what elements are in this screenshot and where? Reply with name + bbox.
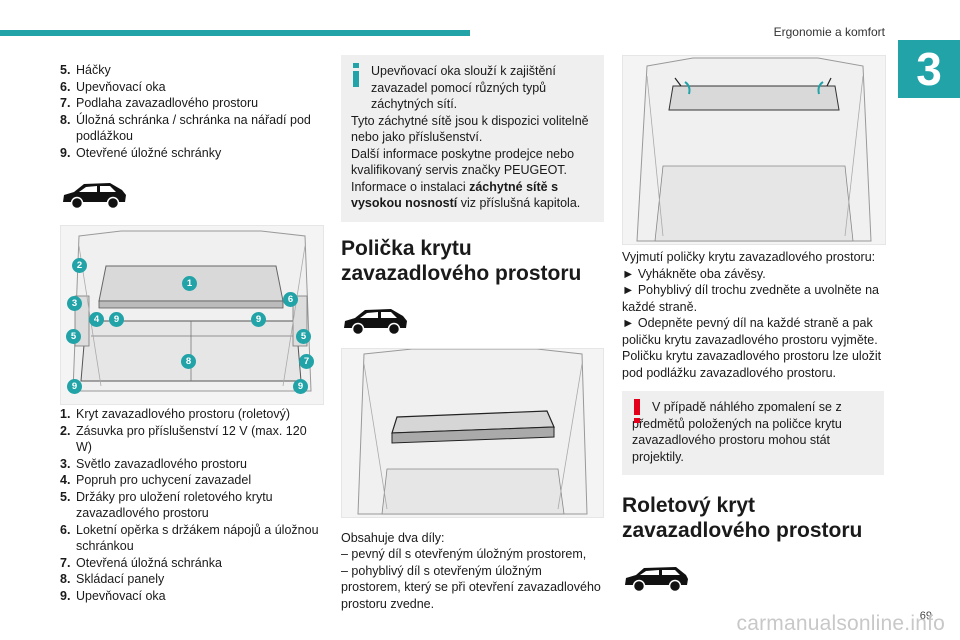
suv-car-icon: [344, 308, 407, 335]
parcel-shelf-drawing: [357, 348, 588, 514]
page-number: 69: [919, 610, 932, 622]
suv-car-icon: [63, 183, 126, 210]
callout-9: 9: [109, 312, 124, 327]
removal-step: ► Odepněte pevný díl na každé straně a p…: [622, 316, 878, 347]
info-line-2: Tyto záchytné sítě jsou k dispozici voli…: [351, 113, 589, 145]
list-item: 5.Držáky pro uložení roletového krytu za…: [60, 489, 273, 521]
list-item: 8.Úložná schránka / schránka na nářadí p…: [60, 112, 311, 144]
contents-item: – pohyblivý díl s otevřeným úložným pros…: [341, 563, 601, 611]
section-heading-parcel-shelf: Polička krytu zavazadlového prostoru: [341, 236, 582, 285]
callout-7: 7: [299, 354, 314, 369]
watermark-brand: carmanualsonline.info: [736, 612, 945, 635]
trunk-overview-illustration: 1 2 3 4 9 6 9 5 5 8 7 9 9: [60, 225, 324, 405]
list-item: 5.Háčky: [60, 63, 111, 77]
info-icon: [353, 63, 359, 87]
warning-box: V případě náhlého zpomalení se z předmět…: [622, 391, 884, 475]
section-heading-roller-blind: Roletový kryt zavazadlového prostoru: [622, 494, 863, 542]
storage-note: Poličku krytu zavazadlového prostoru lze…: [622, 349, 882, 380]
shelf-removal-illustration: [622, 55, 886, 245]
shelf-removal-drawing: [636, 57, 872, 242]
chapter-number: 3: [898, 40, 960, 98]
contents-intro: Obsahuje dva díly:: [341, 530, 445, 545]
removal-intro: Vyjmutí poličky krytu zavazadlového pros…: [622, 250, 876, 264]
callout-8: 8: [181, 354, 196, 369]
contents-item: – pevný díl s otevřeným úložným prostore…: [341, 547, 587, 561]
list-item: 9.Upevňovací oka: [60, 588, 166, 603]
column-1-legend: 1.Kryt zavazadlového prostoru (roletový)…: [60, 406, 322, 604]
section-title: Ergonomie a komfort: [773, 25, 885, 39]
callout-5: 5: [296, 329, 311, 344]
column-2: Upevňovací oka slouží k zajištění zavaza…: [341, 55, 604, 612]
list-item: 3.Světlo zavazadlového prostoru: [60, 456, 247, 471]
parts-legend: 1.Kryt zavazadlového prostoru (roletový)…: [60, 406, 322, 604]
list-item: 7.Podlaha zavazadlového prostoru: [60, 96, 259, 110]
estate-car-icon: [625, 567, 688, 593]
callout-9: 9: [251, 312, 266, 327]
list-item: 2.Zásuvka pro příslušenství 12 V (max. 1…: [60, 423, 307, 455]
info-box: Upevňovací oka slouží k zajištění zavaza…: [341, 55, 604, 222]
callout-6: 6: [283, 292, 298, 307]
list-item: 7.Otevřená úložná schránka: [60, 555, 222, 570]
info-line-3: Další informace poskytne prodejce nebo k…: [351, 146, 581, 211]
column-1: 5.Háčky 6.Upevňovací oka 7.Podlaha zavaz…: [60, 62, 322, 161]
warning-text: V případě náhlého zpomalení se z předmět…: [632, 400, 842, 464]
list-item: 1.Kryt zavazadlového prostoru (roletový): [60, 407, 290, 421]
callout-2: 2: [72, 258, 87, 273]
callout-4: 4: [89, 312, 104, 327]
header-accent-bar: [0, 30, 470, 36]
callout-5: 5: [66, 329, 81, 344]
list-item: 6.Upevňovací oka: [60, 79, 166, 94]
callout-1: 1: [182, 276, 197, 291]
list-item: 8.Skládací panely: [60, 572, 165, 586]
callout-3: 3: [67, 296, 82, 311]
parts-list-continued: 5.Háčky 6.Upevňovací oka 7.Podlaha zavaz…: [60, 62, 322, 161]
removal-step: ► Pohyblivý díl trochu zvedněte a uvolně…: [622, 283, 879, 314]
callout-9: 9: [67, 379, 82, 394]
callout-9: 9: [293, 379, 308, 394]
list-item: 4.Popruh pro uchycení zavazadel: [60, 473, 252, 487]
info-line-1: Upevňovací oka slouží k zajištění zavaza…: [371, 64, 556, 111]
list-item: 9.Otevřené úložné schránky: [60, 145, 222, 160]
list-item: 6.Loketní opěrka s držákem nápojů a úlož…: [60, 522, 319, 554]
warning-exclamation-icon: [634, 399, 640, 423]
column-3: Vyjmutí poličky krytu zavazadlového pros…: [622, 249, 884, 593]
parcel-shelf-illustration: [341, 347, 604, 518]
removal-step: ► Vyhákněte oba závěsy.: [622, 266, 766, 281]
